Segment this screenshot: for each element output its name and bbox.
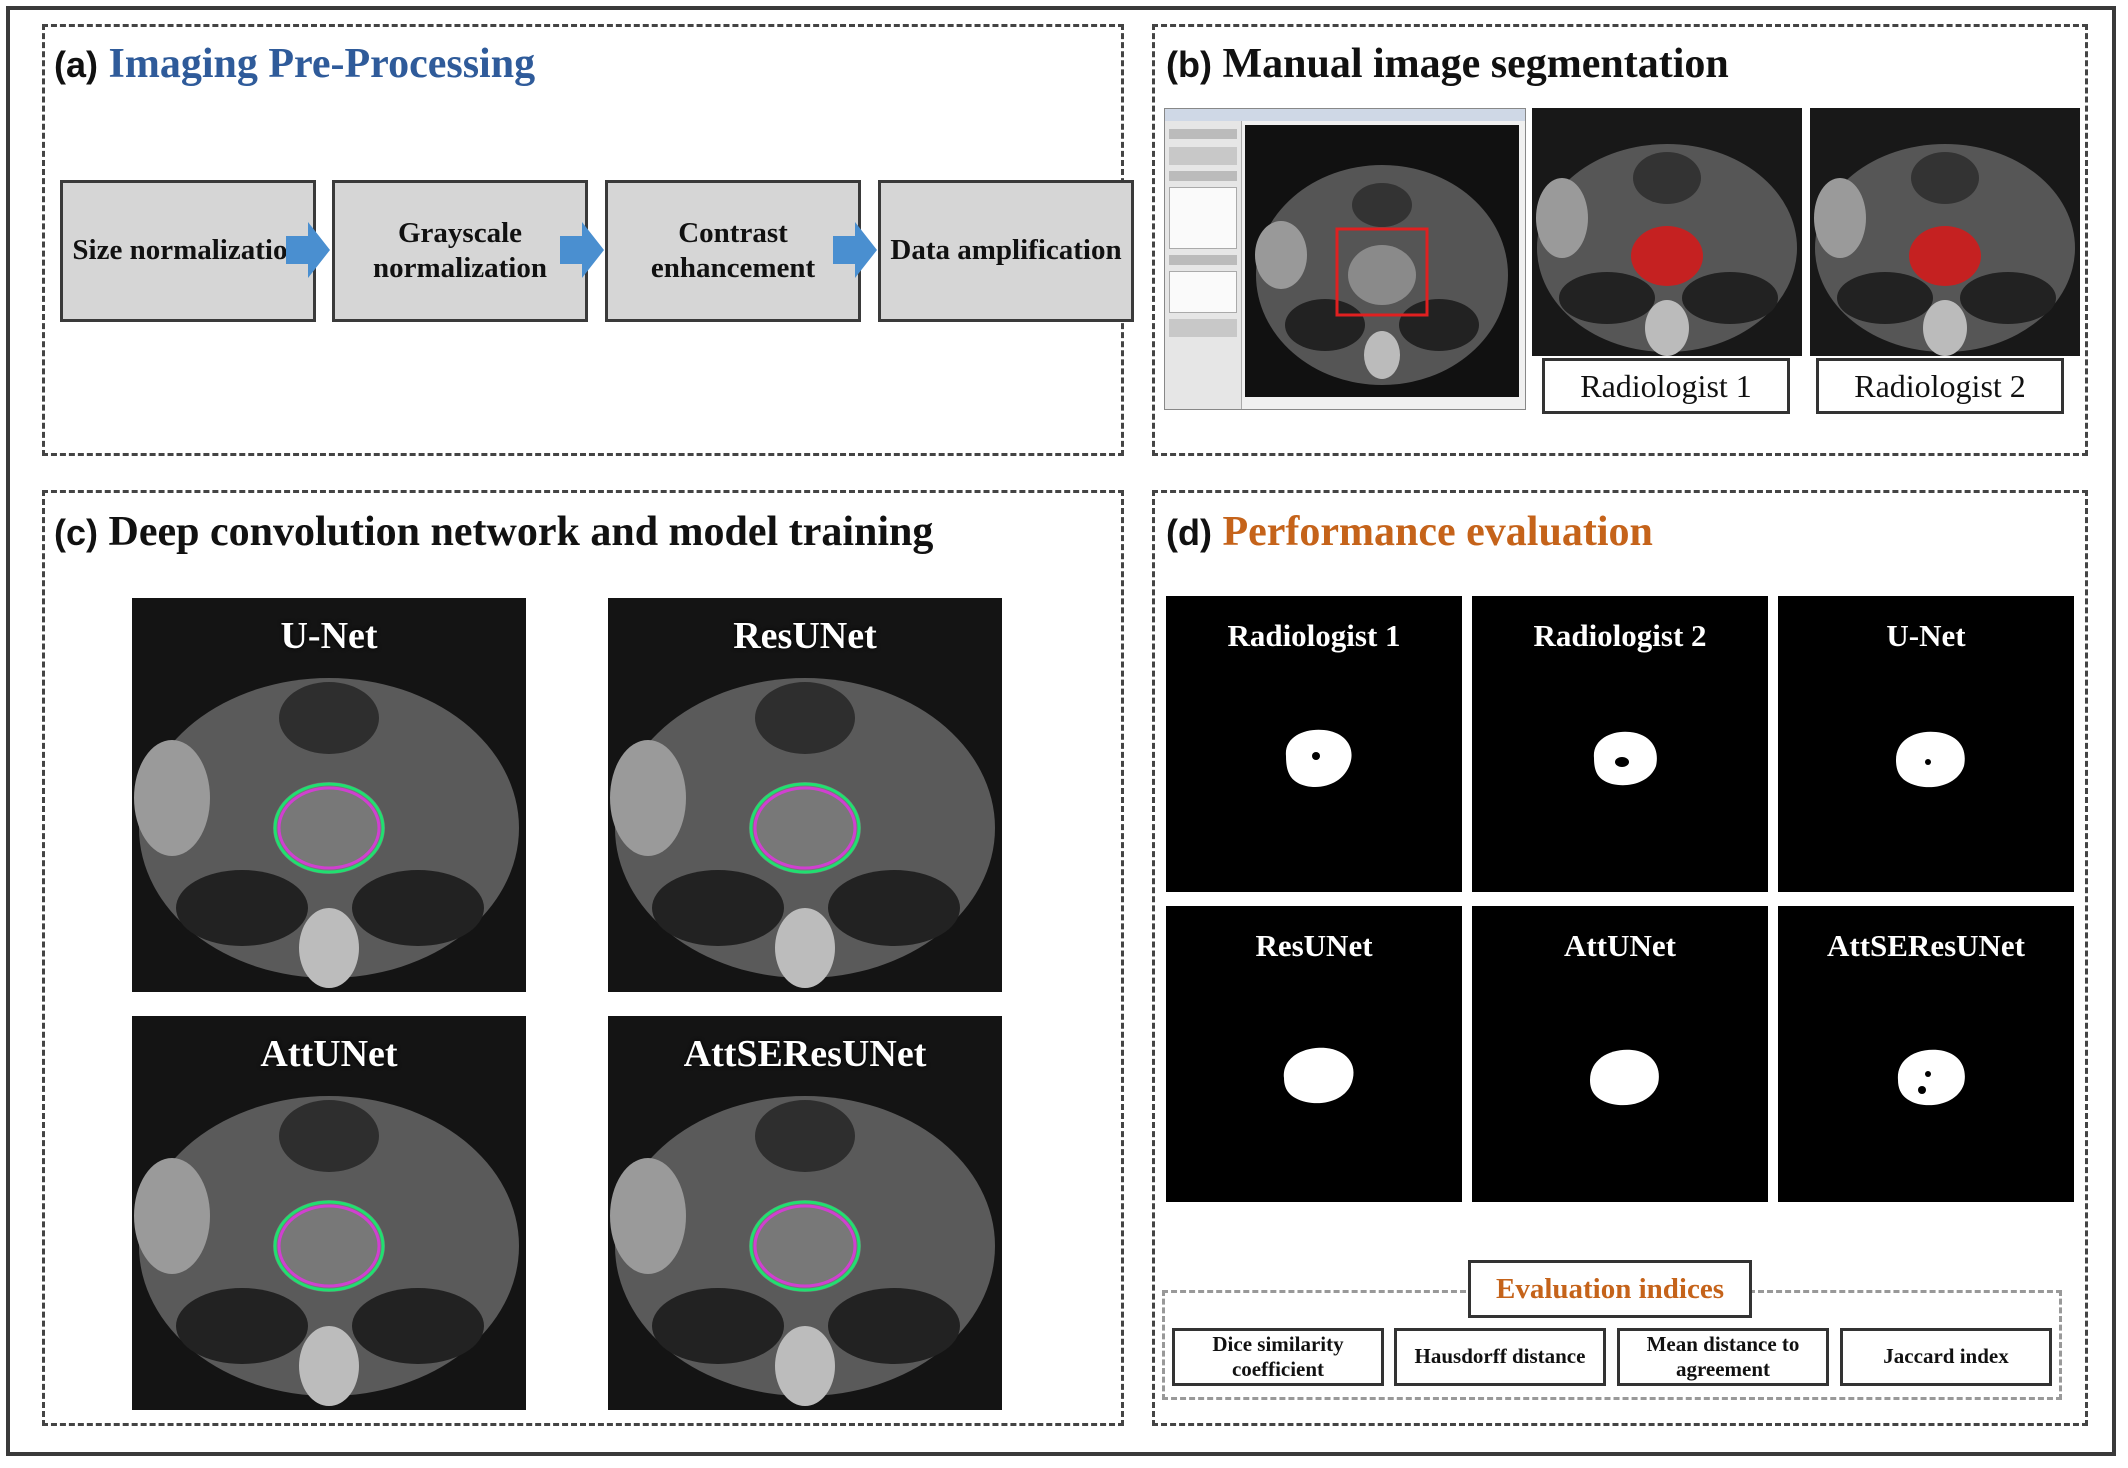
- panel-d-title: (d) Performance evaluation: [1166, 508, 1653, 556]
- radiologist-2-label: Radiologist 2: [1816, 358, 2064, 414]
- panel-b-title: (b) Manual image segmentation: [1166, 40, 1729, 88]
- step-contrast-enhancement: Contrast enhancement: [605, 180, 861, 322]
- model-label: AttUNet: [260, 1033, 398, 1075]
- mask-label: ResUNet: [1255, 928, 1373, 963]
- mask-attseresunet: AttSEResUNet: [1778, 906, 2074, 1202]
- model-result-attunet: AttUNet: [132, 1016, 526, 1410]
- panel-b: [1152, 24, 2088, 456]
- panel-c-heading: Deep convolution network and model train…: [108, 509, 934, 555]
- index-dice: Dice similarity coefficient: [1172, 1328, 1384, 1386]
- panel-d-heading: Performance evaluation: [1222, 509, 1653, 555]
- panel-c-title: (c) Deep convolution network and model t…: [54, 508, 933, 556]
- panel-a-heading: Imaging Pre-Processing: [108, 41, 536, 87]
- mask-label: Radiologist 2: [1533, 618, 1707, 653]
- arrow-icon: [286, 222, 330, 278]
- model-label: ResUNet: [733, 615, 877, 657]
- model-result-resunet: ResUNet: [608, 598, 1002, 992]
- panel-a-label: (a): [54, 44, 98, 85]
- mask-label: AttSEResUNet: [1826, 928, 2026, 963]
- mask-label: U-Net: [1886, 618, 1966, 653]
- arrow-icon: [560, 222, 604, 278]
- evaluation-indices-title: Evaluation indices: [1468, 1260, 1752, 1318]
- model-result-unet: U-Net: [132, 598, 526, 992]
- mask-radiologist-1: Radiologist 1: [1166, 596, 1462, 892]
- mask-attunet: AttUNet: [1472, 906, 1768, 1202]
- radiologist-1-label: Radiologist 1: [1542, 358, 1790, 414]
- step-grayscale-normalization: Grayscale normalization: [332, 180, 588, 322]
- arrow-icon: [833, 222, 877, 278]
- model-label: U-Net: [280, 615, 378, 657]
- index-jaccard: Jaccard index: [1840, 1328, 2052, 1386]
- step-data-amplification: Data amplification: [878, 180, 1134, 322]
- mask-unet: U-Net: [1778, 596, 2074, 892]
- model-result-attseresunet: AttSEResUNet: [608, 1016, 1002, 1410]
- segmentation-software-screenshot: [1164, 108, 1526, 410]
- index-mean-distance: Mean distance to agreement: [1617, 1328, 1829, 1386]
- mask-radiologist-2: Radiologist 2: [1472, 596, 1768, 892]
- panel-b-heading: Manual image segmentation: [1222, 41, 1729, 87]
- panel-b-label: (b): [1166, 44, 1212, 85]
- panel-d-label: (d): [1166, 512, 1212, 553]
- figure-frame: [6, 6, 2116, 1456]
- panel-a-title: (a) Imaging Pre-Processing: [54, 40, 535, 88]
- panel-d: [1152, 490, 2088, 1426]
- segmented-image-radiologist-1: [1532, 108, 1802, 356]
- panel-c-label: (c): [54, 512, 98, 553]
- panel-c: [42, 490, 1124, 1426]
- step-size-normalization: Size normalization: [60, 180, 316, 322]
- mask-resunet: ResUNet: [1166, 906, 1462, 1202]
- index-hausdorff: Hausdorff distance: [1394, 1328, 1606, 1386]
- mask-label: AttUNet: [1564, 928, 1676, 963]
- segmented-image-radiologist-2: [1810, 108, 2080, 356]
- model-label: AttSEResUNet: [683, 1033, 927, 1075]
- mask-label: Radiologist 1: [1227, 618, 1401, 653]
